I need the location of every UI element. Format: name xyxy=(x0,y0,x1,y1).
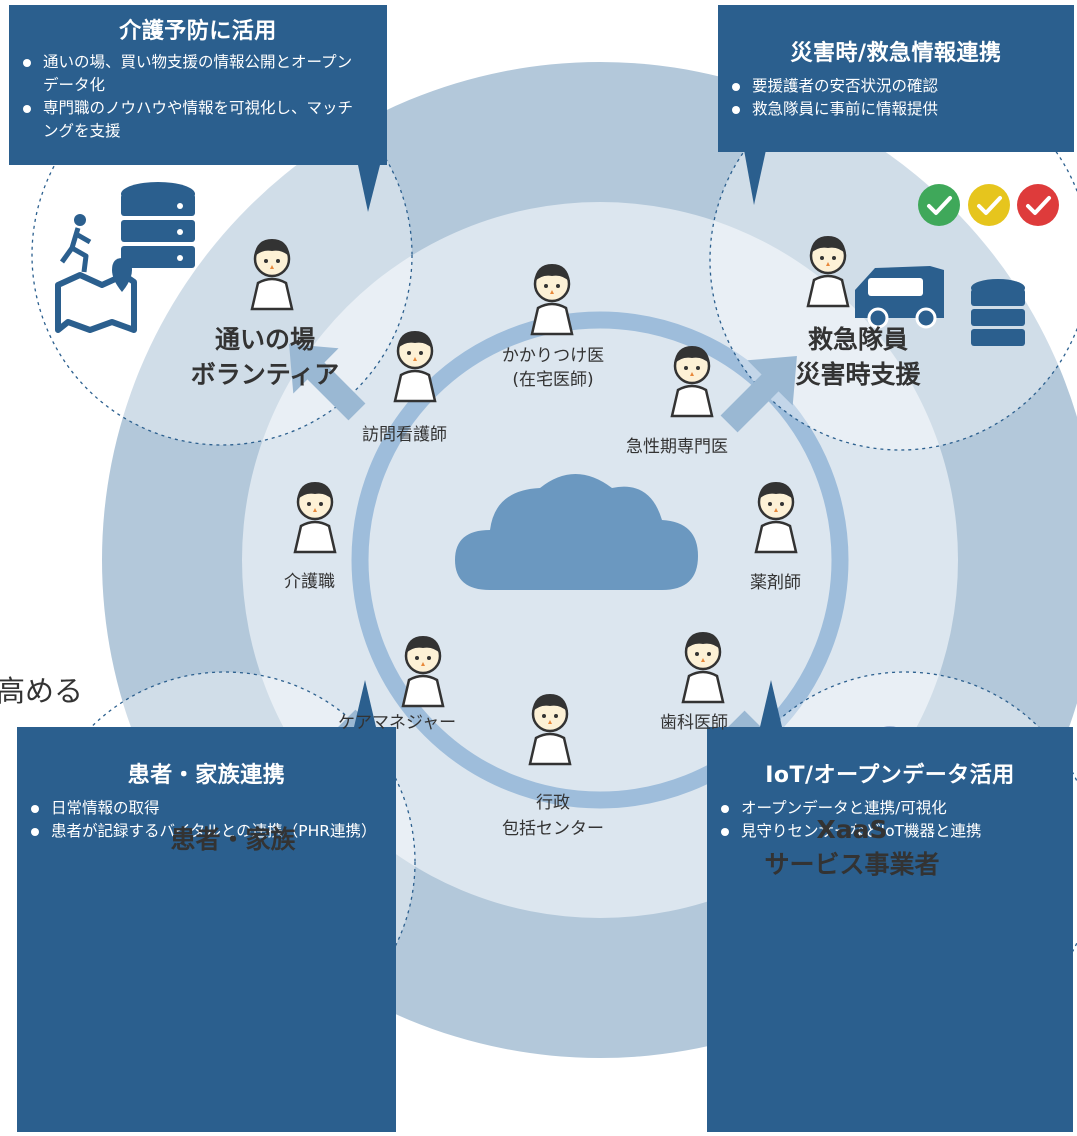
group-xaas: XaaS サービス事業者 xyxy=(742,812,962,882)
inner-ring xyxy=(351,311,849,809)
ambulance-icon xyxy=(855,266,944,329)
group-volunteers-line1: 通いの場 xyxy=(214,325,315,354)
group-volunteers-line2: ボランティア xyxy=(190,360,340,389)
role-administration-line1: 行政 xyxy=(536,793,570,813)
role-acute-specialist: 急性期専門医 xyxy=(626,437,728,457)
role-family-doctor: かかりつけ医 (在宅医師) xyxy=(488,344,618,392)
callout-item: 患者が記録するバイタルとの連携（PHR連携） xyxy=(17,820,396,843)
callout-iot: IoT/オープンデータ活用 オープンデータと連携/可視化 見守りセンサーなどIo… xyxy=(707,727,1073,1132)
callout-title: 災害時/救急情報連携 xyxy=(790,41,1002,66)
group-xaas-line2: サービス事業者 xyxy=(764,850,940,879)
callout-item: 見守りセンサーなどIoT機器と連携 xyxy=(707,820,1073,843)
role-care-manager: ケアマネジャー xyxy=(338,713,457,733)
database-right-icon xyxy=(971,279,1025,346)
emergency-zone xyxy=(709,69,1077,451)
role-family-doctor-line1: かかりつけ医 xyxy=(501,346,605,366)
role-administration: 行政 包括センター xyxy=(488,790,618,842)
cloud-icon xyxy=(455,474,698,590)
pointer-patient-family xyxy=(354,680,376,727)
callout-item: 救急隊員に事前に情報提供 xyxy=(718,98,1074,121)
callout-item: 専門職のノウハウや情報を可視化し、マッチングを支援 xyxy=(9,97,387,143)
callout-item: 日常情報の取得 xyxy=(17,797,396,820)
role-care-worker: 介護職 xyxy=(284,572,335,592)
group-emergency-line1: 救急隊員 xyxy=(807,325,908,354)
role-pharmacist: 薬剤師 xyxy=(750,573,801,593)
database-icon xyxy=(121,182,195,268)
group-xaas-line1: XaaS xyxy=(816,815,888,844)
group-emergency-line2: 災害時支援 xyxy=(795,360,921,389)
arrow-to-emergency xyxy=(720,356,797,433)
group-emergency: 救急隊員 災害時支援 xyxy=(768,322,948,392)
callout-title: IoT/オープンデータ活用 xyxy=(765,763,1015,788)
pointer-disaster xyxy=(744,150,766,205)
role-visiting-nurse: 訪問看護師 xyxy=(362,425,447,445)
pointer-care-prevention xyxy=(358,165,380,212)
callout-disaster: 災害時/救急情報連携 要援護者の安否状況の確認 救急隊員に事前に情報提供 xyxy=(718,5,1074,152)
group-volunteers: 通いの場 ボランティア xyxy=(160,322,370,392)
cut-off-text: 高める xyxy=(0,674,84,708)
status-check-icons xyxy=(918,184,1059,226)
pointer-iot xyxy=(760,680,782,727)
runner-map-icon xyxy=(55,214,137,333)
role-dentist: 歯科医師 xyxy=(660,713,728,733)
callout-item: オープンデータと連携/可視化 xyxy=(707,797,1073,820)
role-administration-line2: 包括センター xyxy=(502,819,604,839)
role-family-doctor-line2: (在宅医師) xyxy=(512,370,594,390)
callout-item: 要援護者の安否状況の確認 xyxy=(718,75,1074,98)
callout-title: 介護予防に活用 xyxy=(119,19,277,44)
arrow-to-volunteers xyxy=(289,344,366,421)
callout-patient-family: 患者・家族連携 日常情報の取得 患者が記録するバイタルとの連携（PHR連携） xyxy=(17,727,396,1132)
callout-care-prevention: 介護予防に活用 通いの場、買い物支援の情報公開とオープンデータ化 専門職のノウハ… xyxy=(9,5,387,165)
callout-title: 患者・家族連携 xyxy=(127,763,286,788)
group-patients: 患者・家族 xyxy=(170,825,296,854)
callout-item: 通いの場、買い物支援の情報公開とオープンデータ化 xyxy=(9,51,387,97)
